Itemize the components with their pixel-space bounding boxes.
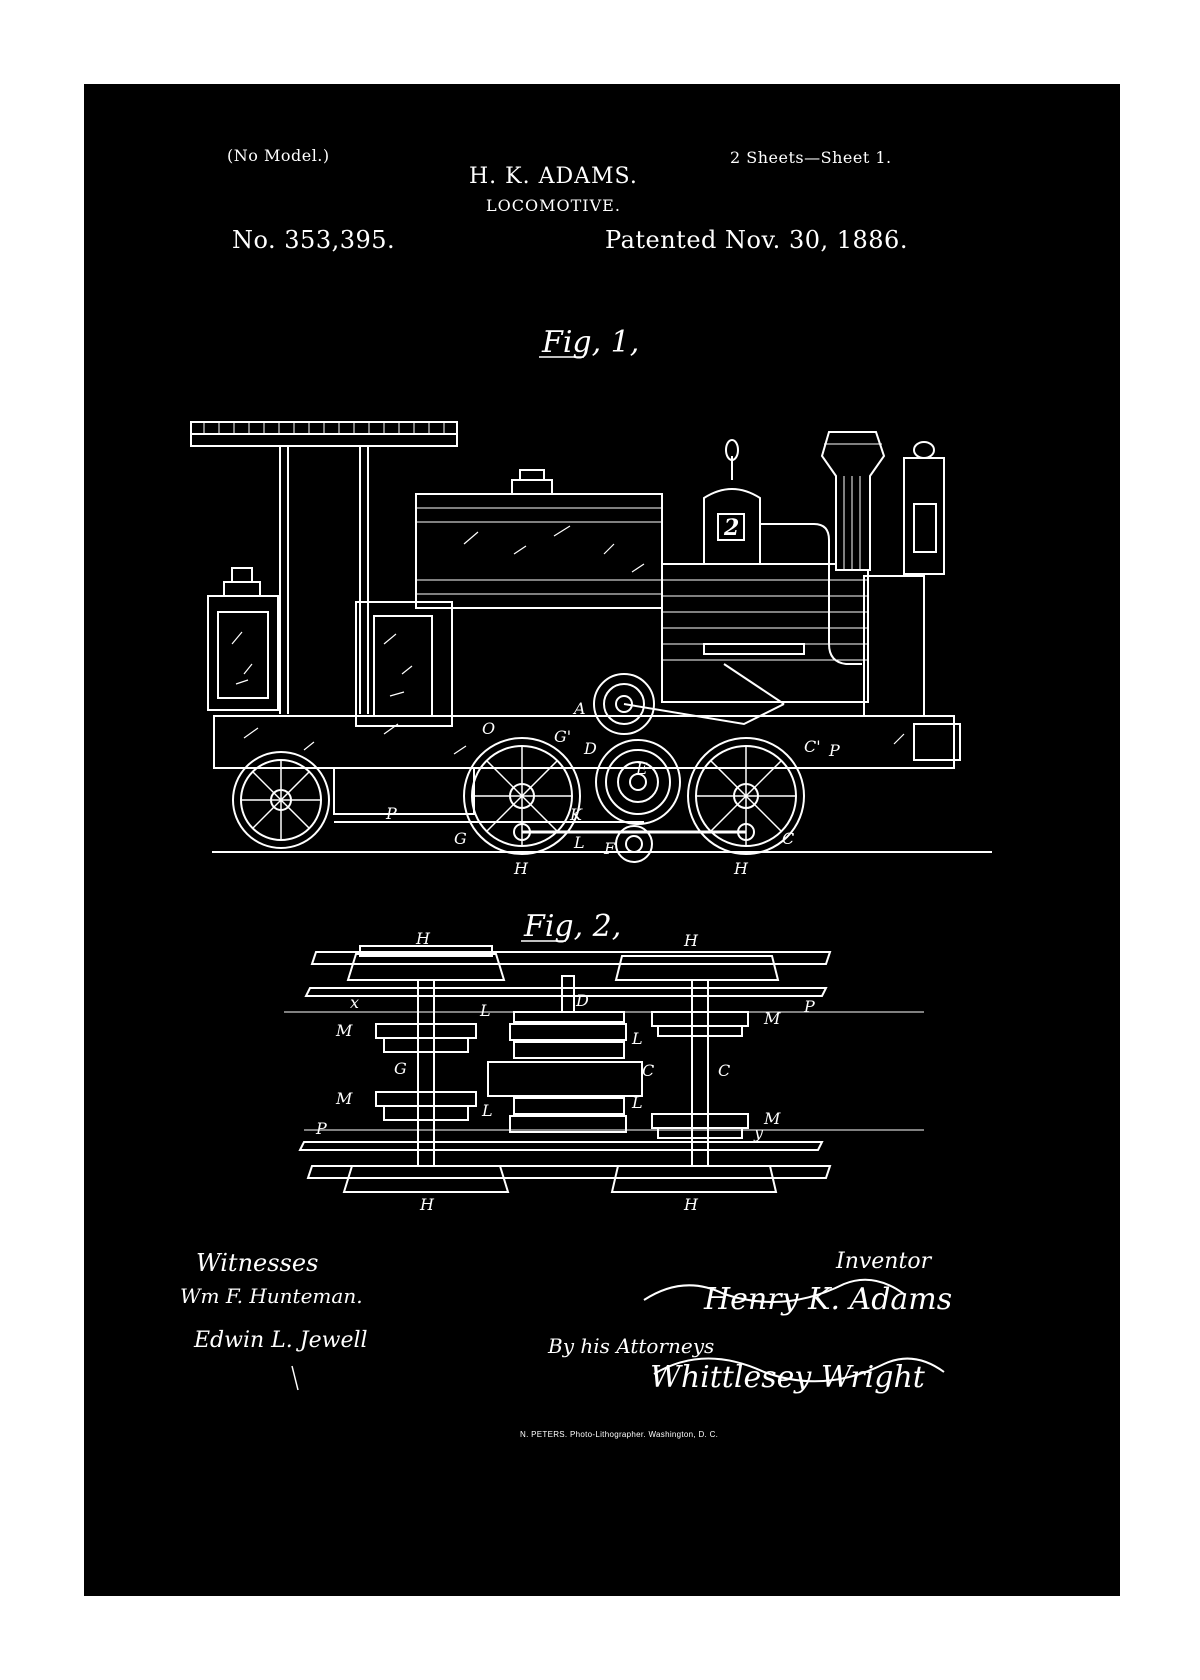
fig2-label-H-br: H — [683, 1195, 699, 1214]
fig2-label-H-bl: H — [419, 1195, 435, 1214]
fig2-label-L-3: L — [631, 1093, 643, 1112]
lower-gear — [615, 825, 653, 863]
fig1-label-Cprime: C' — [804, 737, 821, 756]
fig2-label-D: D — [575, 991, 589, 1010]
no-model-label: (No Model.) — [227, 146, 330, 165]
fig2-label-P-right: P — [803, 997, 815, 1016]
driving-wheel-front — [463, 737, 581, 855]
witness-2-signature: Edwin L. Jewell — [194, 1328, 368, 1353]
fig1-label-Gprime: G' — [554, 727, 571, 746]
fig2-label-H-tr: H — [683, 931, 699, 950]
fig1-label-C: C — [782, 829, 794, 848]
rear-wheel — [232, 751, 330, 849]
driving-wheel-rear — [687, 737, 805, 855]
patent-date: Patented Nov. 30, 1886. — [605, 226, 908, 254]
fig1-label-F: F — [603, 839, 616, 858]
fig2-label-L-1: L — [479, 1001, 491, 1020]
fig1-label: Fig, 1, — [541, 325, 639, 360]
upper-gear — [593, 673, 655, 735]
locomotive-side-view: 2 — [190, 421, 992, 878]
witness-1-signature: Wm F. Hunteman. — [180, 1284, 363, 1308]
fig2-label-L-2: L — [631, 1029, 643, 1048]
fig1-label-P-rear: P — [385, 804, 397, 823]
fig1-label-H-rear: H — [733, 859, 749, 878]
central-gear — [595, 739, 681, 825]
fig2-label-C-1: C — [642, 1061, 654, 1080]
fig2-label: Fig, 2, — [523, 909, 621, 944]
fig1-label-L: L — [573, 833, 585, 852]
fig2-label-M-2: M — [335, 1089, 353, 1108]
fig2-label-C-2: C — [718, 1061, 730, 1080]
fig2-label-P-left: P — [315, 1119, 327, 1138]
fig2-label-G: G — [394, 1059, 407, 1078]
invention-title: LOCOMOTIVE. — [486, 196, 621, 215]
attorneys-label: By his Attorneys — [548, 1334, 715, 1358]
sheets-label: 2 Sheets—Sheet 1. — [730, 148, 892, 167]
inventor-signature: Henry K. Adams — [704, 1282, 953, 1317]
patent-sheet: (No Model.) 2 Sheets—Sheet 1. H. K. ADAM… — [84, 84, 1120, 1596]
fig2-label-x: x — [350, 993, 359, 1012]
engine-number: 2 — [723, 515, 739, 541]
patent-number: No. 353,395. — [232, 226, 396, 254]
fig2-label-M-4: M — [763, 1109, 781, 1128]
fig2-label-y: y — [753, 1123, 764, 1142]
fig2-label-L-4: L — [481, 1101, 493, 1120]
fig1-label-P-front: P — [828, 741, 840, 760]
fig1-label-D: D — [583, 739, 597, 758]
fig1-label-E: E — [635, 759, 648, 778]
fig1-label-G: G — [454, 829, 467, 848]
fig1-label-H-front: H — [513, 859, 529, 878]
fig1-label-K: K — [569, 805, 583, 824]
printer-credit: N. PETERS. Photo-Lithographer. Washingto… — [520, 1430, 719, 1439]
axle-plan-view: H H H H D P P x y M M M M L L L L — [284, 929, 924, 1214]
inventor-name: H. K. ADAMS. — [469, 164, 638, 189]
fig1-label-O: O — [482, 719, 495, 738]
witnesses-label: Witnesses — [196, 1249, 319, 1277]
signature-strokes — [291, 1278, 945, 1391]
fig2-label-M-1: M — [335, 1021, 353, 1040]
fig2-label-H-tl: H — [415, 929, 431, 948]
patent-drawing: Fig, 1, — [190, 325, 992, 1391]
attorney-signature: Whittlesey Wright — [650, 1360, 925, 1395]
fig2-label-M-3: M — [763, 1009, 781, 1028]
inventor-label: Inventor — [836, 1249, 932, 1274]
fig1-label-A: A — [572, 699, 586, 718]
